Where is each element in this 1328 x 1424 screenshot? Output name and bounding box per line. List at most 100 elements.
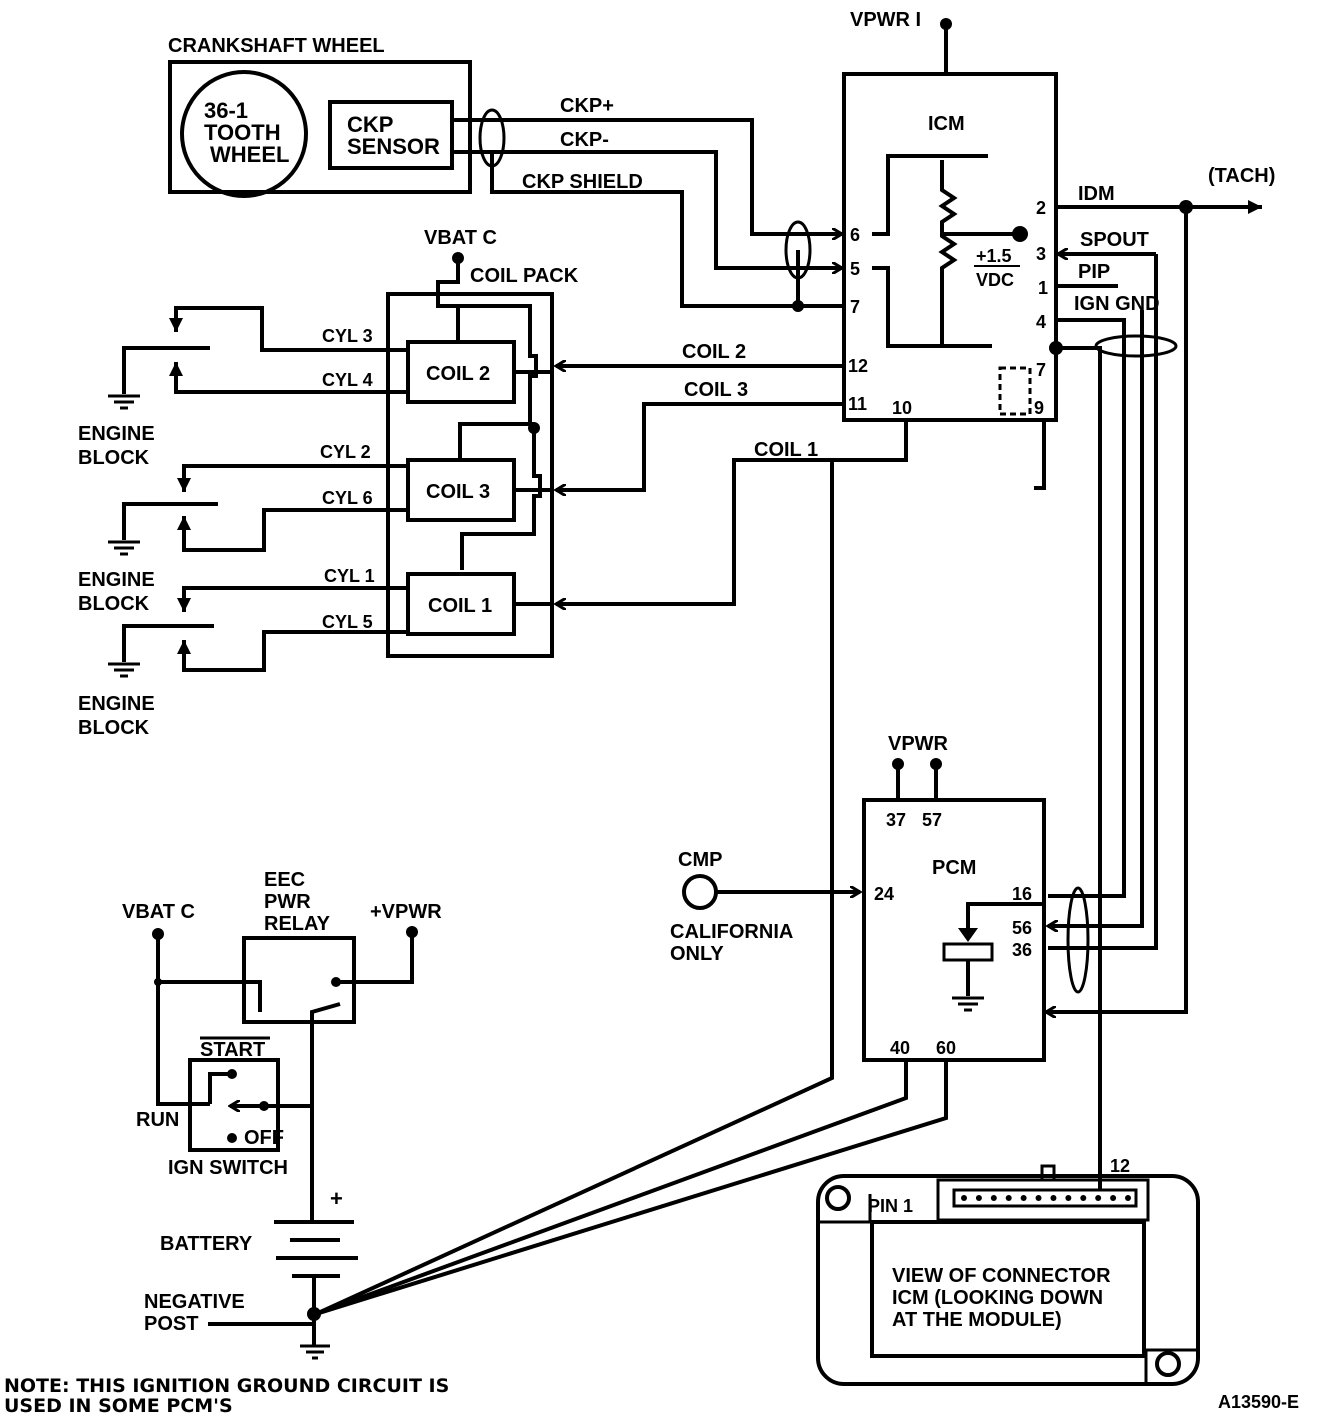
- icm-pin-9: 9: [1034, 398, 1044, 418]
- connector-pins: [961, 1195, 1131, 1201]
- icm-outputs: IDM (TACH) SPOUT PIP IGN GND: [1046, 165, 1275, 1190]
- figure-id: A13590-E: [1218, 1392, 1299, 1412]
- mount-hole-icon: [825, 1185, 851, 1211]
- icm-pin-12: 12: [848, 356, 868, 376]
- diode-icon: [958, 928, 978, 942]
- connector-pin-10: [1095, 1195, 1102, 1201]
- connector-pin-12: [1125, 1195, 1131, 1201]
- pcm-pin40-ground-wire: [315, 1060, 908, 1316]
- pcm-pin-56: 56: [1012, 918, 1032, 938]
- ground-icon: [952, 996, 984, 1012]
- coil-supply-bus: [436, 258, 542, 570]
- icm-pin-1: 1: [1038, 278, 1048, 298]
- icm-internal-trace: [872, 154, 988, 236]
- negative-post-label-1: NEGATIVE: [144, 1291, 245, 1313]
- icm-pin-3: 3: [1036, 244, 1046, 264]
- connector-pin-5: [1020, 1195, 1027, 1201]
- bias-unit: VDC: [976, 270, 1014, 290]
- ground-icon: [108, 662, 140, 678]
- footer-note-2: USED IN SOME PCM'S: [4, 1395, 233, 1417]
- footer-note-1: NOTE: THIS IGNITION GROUND CIRCUIT IS: [4, 1375, 449, 1397]
- coil-2-driver-label: COIL 2: [682, 341, 746, 363]
- mount-hole-icon: [1155, 1351, 1181, 1377]
- connector-pin-2: [975, 1195, 982, 1201]
- icm-module: VPWR I ICM +1.5 VDC 6 5 7 12 11 10 2 3 1…: [842, 9, 1058, 422]
- coil-pack: VBAT C COIL PACK COIL 2 COIL 3 COIL 1 CO…: [386, 227, 906, 658]
- cyl-3-label: CYL 3: [322, 326, 373, 346]
- ckp-shield-wire: [490, 152, 842, 308]
- relay-label-1: EEC: [264, 869, 305, 891]
- pcm-pin-60: 60: [936, 1038, 956, 1058]
- battery-icon: [274, 1220, 358, 1278]
- cyl-1-label: CYL 1: [324, 566, 375, 586]
- dashed-internal-link: [998, 366, 1032, 416]
- icm-connector-view: PIN 1 12 VIEW OF CONNECTOR ICM (LOOKING …: [816, 1156, 1200, 1386]
- coil-1-driver-label: COIL 1: [754, 439, 818, 461]
- cyl-2-label: CYL 2: [320, 442, 371, 462]
- pcm-pin-16: 16: [1012, 884, 1032, 904]
- pcm-pin-40: 40: [890, 1038, 910, 1058]
- pcm-box: [862, 798, 1046, 1062]
- twisted-pair-ring-icon: [478, 108, 506, 168]
- cyl-5-wire: [177, 630, 408, 672]
- ign-gnd-wire: [1056, 346, 1102, 1190]
- icm-pin-2: 2: [1036, 198, 1046, 218]
- connector-pin-8: [1065, 1195, 1072, 1201]
- spark-gap-ground: [122, 624, 214, 662]
- ign-gnd-wire-16: [1048, 318, 1126, 898]
- pcm-pin-24: 24: [874, 884, 894, 904]
- ckp-minus-wire: [452, 150, 842, 268]
- cyl-2-wire: [177, 464, 408, 492]
- coil-primary-stubs: [514, 370, 552, 606]
- cyl-4-label: CYL 4: [322, 370, 373, 390]
- cyl-6-wire: [177, 508, 408, 552]
- relay-label-3: RELAY: [264, 913, 331, 935]
- wheel-line-1: 36-1: [204, 98, 248, 123]
- wheel-line-3: WHEEL: [210, 142, 289, 167]
- relay-coil-wire: [158, 980, 262, 1012]
- pcm-title: PCM: [932, 857, 976, 879]
- pip-wire-36: [1048, 254, 1158, 950]
- negative-post-junction: [307, 1307, 321, 1321]
- pcm-vpwr-wires: [896, 764, 938, 800]
- cyl-5-label: CYL 5: [322, 612, 373, 632]
- tach-label: (TACH): [1208, 165, 1275, 187]
- connector-caption-3: AT THE MODULE): [892, 1309, 1062, 1331]
- icm-pin-7-left: 7: [850, 297, 860, 317]
- pip-label: PIP: [1078, 261, 1110, 283]
- supply-terminal-dot: [406, 926, 418, 938]
- ckp-plus-wire: [452, 118, 842, 234]
- start-contact-dot: [227, 1069, 237, 1079]
- negative-post-label-2: POST: [144, 1313, 198, 1335]
- ckp-harness: CKP+ CKP- CKP SHIELD: [452, 95, 842, 312]
- ground-icon: [300, 1344, 330, 1360]
- crankshaft-enclosure: [168, 60, 472, 194]
- power-circuit: VBAT C EEC PWR RELAY +VPWR START RUN OFF…: [122, 869, 442, 1360]
- spark-gap-ground: [122, 346, 210, 394]
- junction-dot: [792, 300, 804, 312]
- pcm-pin-57: 57: [922, 810, 942, 830]
- pcm-pin60-ground-wire: [315, 1060, 948, 1316]
- crankshaft-wheel-title: CRANKSHAFT WHEEL: [168, 35, 385, 57]
- spout-wire-56: [1048, 310, 1144, 926]
- bias-voltage: +1.5: [976, 246, 1012, 266]
- icm-pin9-wire: [1034, 420, 1046, 490]
- twisted-bundle-ring-icon: [1094, 334, 1178, 358]
- wheel-line-2: TOOTH: [204, 120, 281, 145]
- pcm-pin-36: 36: [1012, 940, 1032, 960]
- connector-pin-row: [952, 1188, 1138, 1208]
- battery-label: BATTERY: [160, 1233, 253, 1255]
- coil-1-driver-wire: [556, 458, 906, 604]
- engine-block-label-3a: ENGINE: [78, 693, 155, 715]
- coil-3-driver-label: COIL 3: [684, 379, 748, 401]
- start-label: START: [200, 1039, 265, 1061]
- crankshaft-wheel-assembly: CRANKSHAFT WHEEL 36-1 TOOTH WHEEL CKP SE…: [168, 35, 472, 198]
- icm-box: [842, 72, 1058, 422]
- spout-label: SPOUT: [1080, 229, 1149, 251]
- coil-3-driver-wire: [556, 402, 844, 490]
- coil-2-label: COIL 2: [426, 363, 490, 385]
- pin-12-label: 12: [1110, 1156, 1130, 1176]
- idm-to-pcm-wire: [1046, 207, 1188, 1012]
- connector-pin-4: [1005, 1195, 1012, 1201]
